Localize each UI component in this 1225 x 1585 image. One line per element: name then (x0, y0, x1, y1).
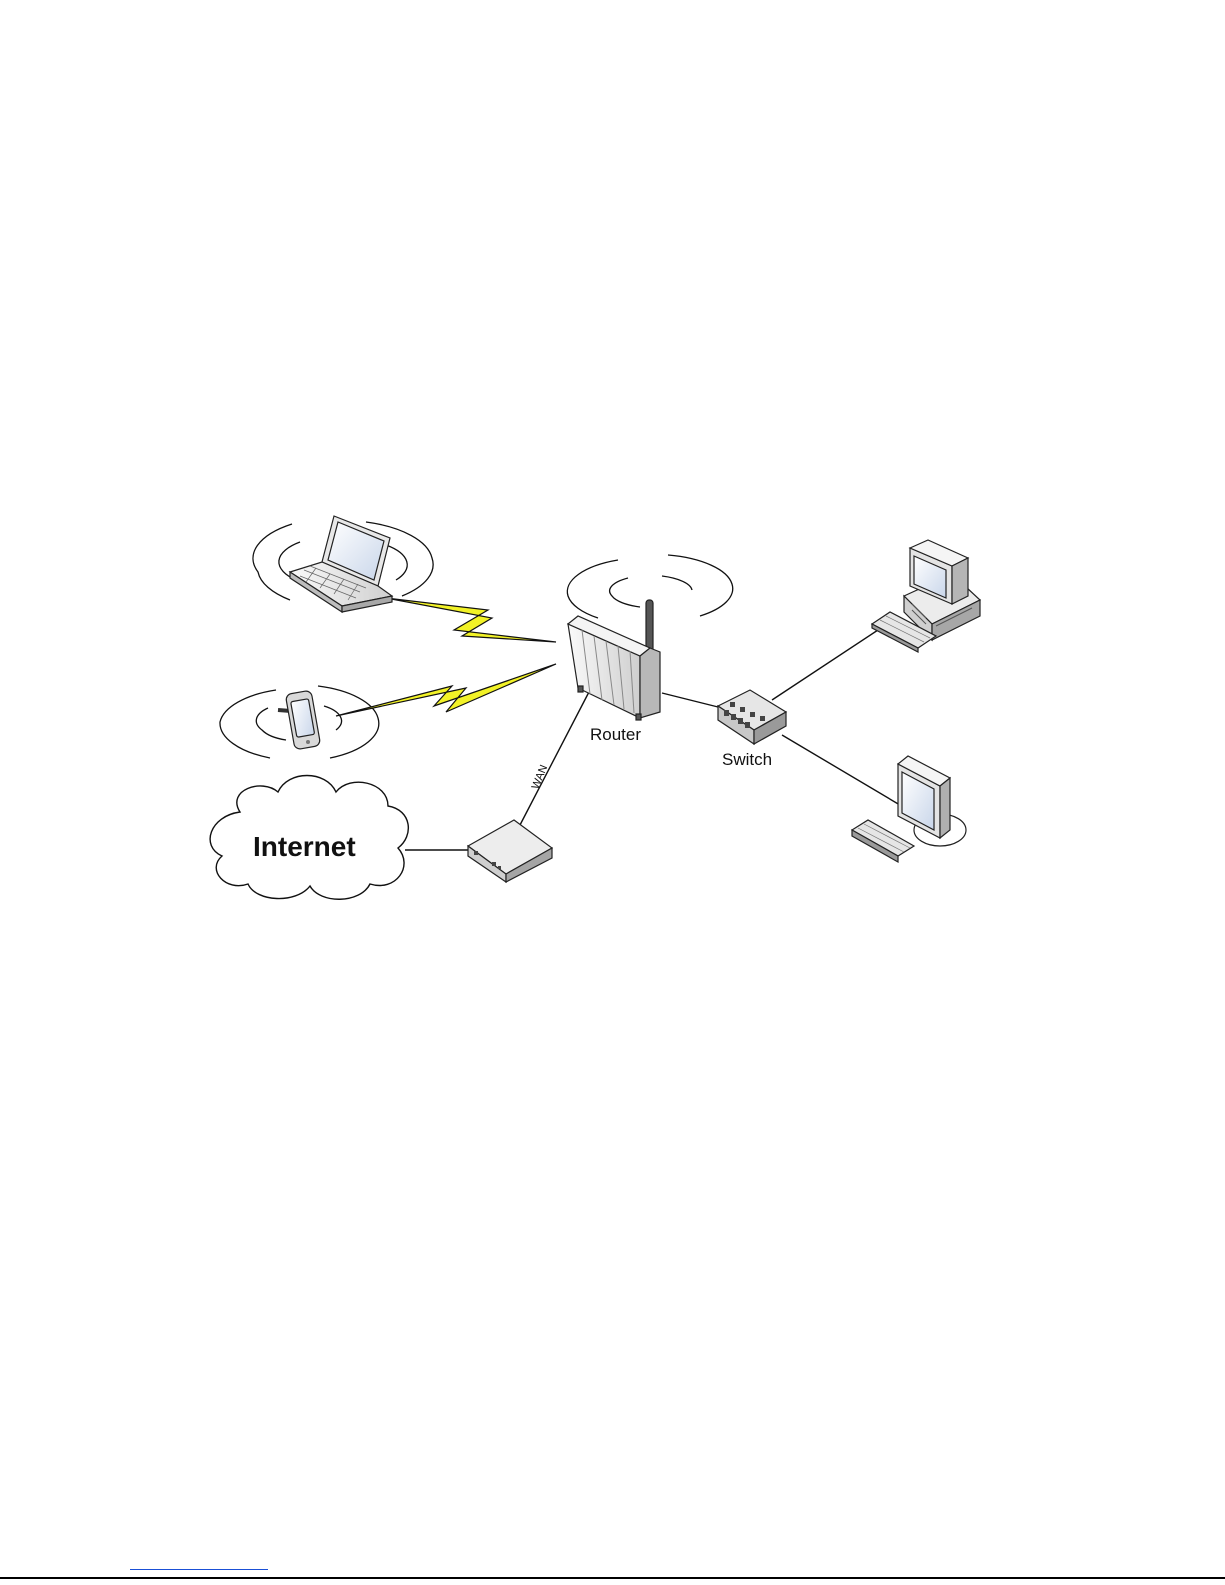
router-modem-wan-link (520, 690, 590, 825)
phone-wifi-arc (324, 706, 342, 730)
monitor-icon (898, 756, 966, 846)
smartphone-icon (278, 690, 321, 750)
laptop-icon (290, 516, 392, 612)
switch-desktop-link (772, 630, 878, 700)
wireless-router-icon (568, 600, 660, 720)
switch-label: Switch (722, 750, 772, 769)
router-label: Router (590, 725, 641, 744)
laptop-wifi-arc (253, 524, 292, 600)
internet-label: Internet (253, 831, 356, 862)
footer-link-underline (130, 1569, 268, 1570)
laptop-wifi-arc (386, 545, 407, 580)
phone-wifi-arc (220, 690, 276, 758)
phone-wifi-arc (318, 686, 379, 758)
router-wifi-arc (610, 578, 640, 607)
router-wifi-arc (668, 555, 733, 616)
wan-label: WAN (530, 763, 551, 791)
keyboard-icon (852, 820, 914, 862)
lightning-bolt-icon (386, 598, 556, 642)
router-wifi-arc (662, 576, 692, 590)
phone-wifi-arc (256, 708, 286, 740)
router-switch-link (662, 693, 722, 708)
modem-icon (468, 820, 552, 882)
switch-monitor-link (782, 735, 905, 808)
lightning-bolt-icon (336, 664, 556, 716)
footer-rule (0, 1577, 1225, 1579)
